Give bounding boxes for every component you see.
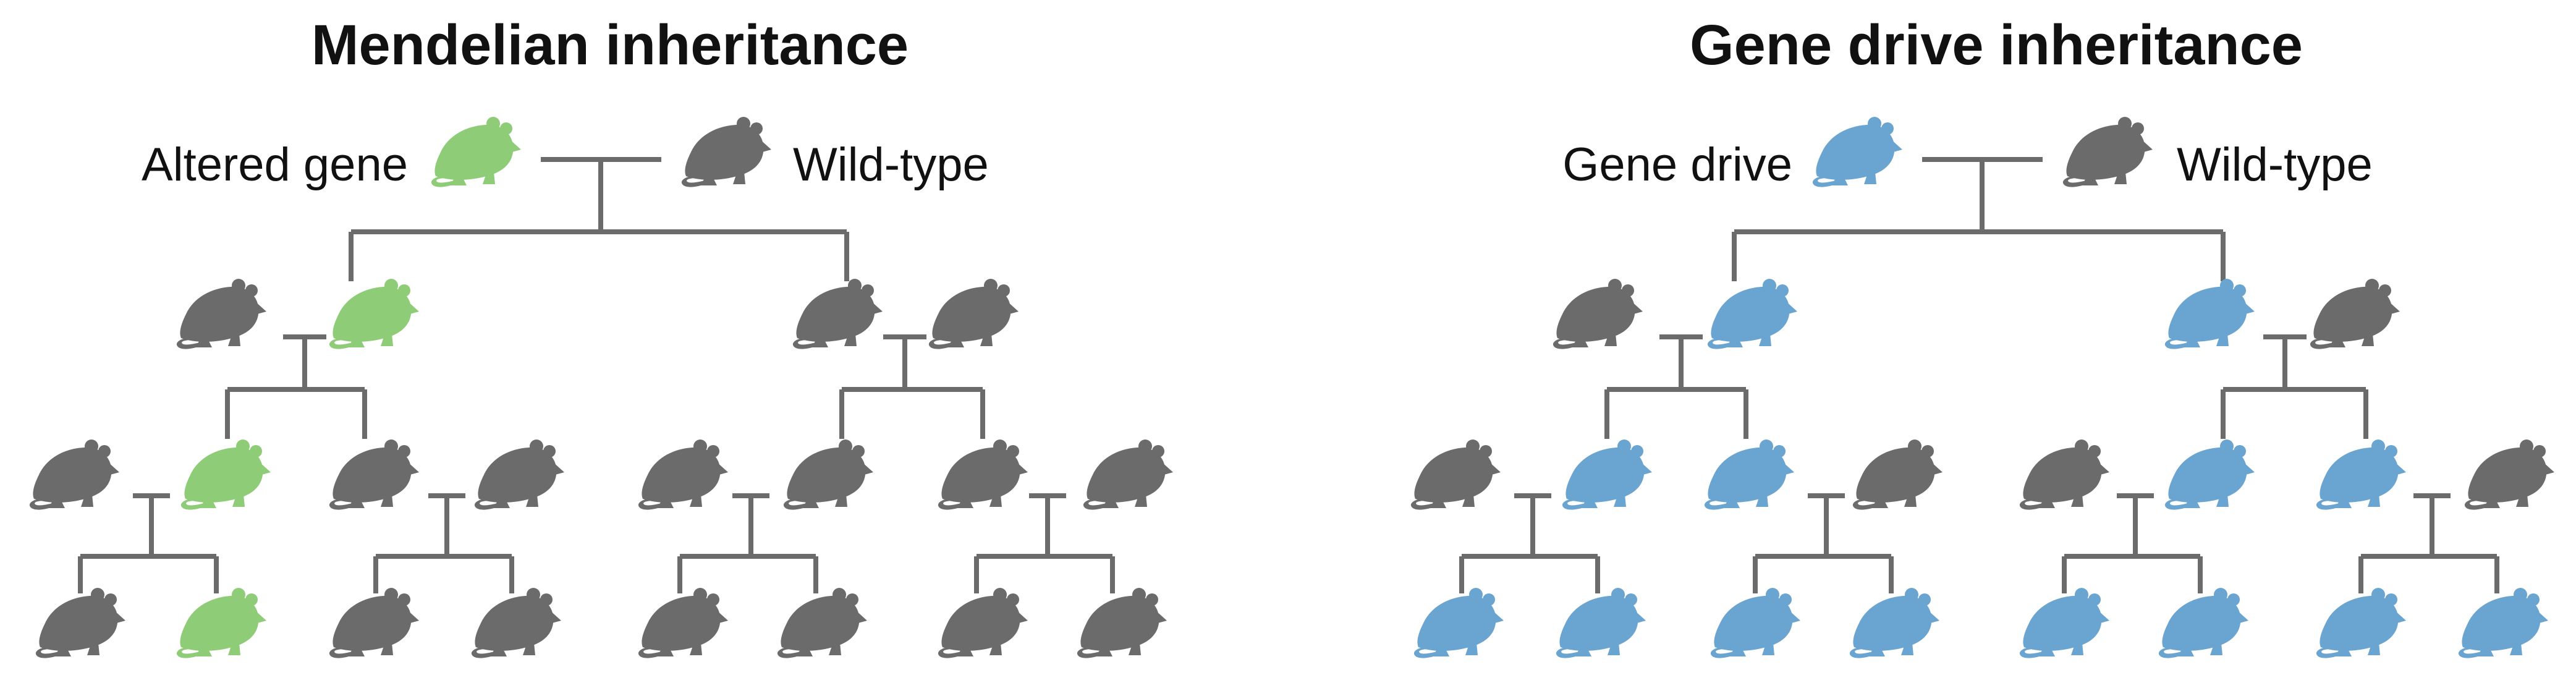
parent-left-mouse-icon [1812,117,1902,187]
gen2-mouse-icon [180,440,271,510]
gen2-mouse-icon [1562,440,1652,510]
gen2-mouse-icon [2464,440,2554,510]
gen1-mouse-icon [792,279,883,349]
gen1-mouse-icon [2164,279,2255,349]
gen1-mouse-icon [176,279,266,349]
gen2-mouse-icon [1083,440,1173,510]
gen2-mouse-icon [783,440,873,510]
gen2-mouse-icon [938,440,1028,510]
gen2-mouse-icon [1704,440,1794,510]
parent-left-label: Gene drive [1562,138,1792,191]
gen2-mouse-icon [638,440,728,510]
gen1-mouse-icon [1707,279,1797,349]
gen3-mouse-icon [1413,588,1504,658]
parent-right-label: Wild-type [793,138,989,191]
gen3-mouse-icon [1556,588,1646,658]
parent-right-mouse-icon [2062,117,2153,187]
parent-left-mouse-icon [431,117,521,187]
gen2-mouse-icon [29,440,120,510]
parent-right-label: Wild-type [2177,138,2373,191]
parent-left-label: Altered gene [142,138,408,191]
gen3-mouse-icon [1077,588,1167,658]
gen3-mouse-icon [2458,588,2548,658]
gen3-mouse-icon [1710,588,1800,658]
gen2-mouse-icon [474,440,564,510]
gen3-mouse-icon [938,588,1028,658]
gen1-mouse-icon [1553,279,1643,349]
parent-right-mouse-icon [681,117,771,187]
gen2-mouse-icon [1852,440,1943,510]
gen3-mouse-icon [176,588,266,658]
gen1-mouse-icon [329,279,419,349]
panel-mendelian: Mendelian inheritance Altered gene Wild-… [29,14,1173,658]
gen2-mouse-icon [1410,440,1501,510]
connector-lines [78,157,1115,593]
gen3-mouse-icon [35,588,126,658]
panel-gene-drive: Gene drive inheritance Gene drive Wild-t… [1410,14,2554,658]
gen2-mouse-icon [2019,440,2109,510]
gen1-mouse-icon [928,279,1019,349]
gen2-mouse-icon [329,440,419,510]
connector-lines [1459,157,2499,593]
gen3-mouse-icon [2158,588,2248,658]
gen2-mouse-icon [2316,440,2406,510]
panel-title: Gene drive inheritance [1690,14,2303,77]
gen3-mouse-icon [1849,588,1939,658]
panel-title: Mendelian inheritance [311,14,909,77]
gen3-mouse-icon [2316,588,2406,658]
gen3-mouse-icon [777,588,867,658]
gen3-mouse-icon [2019,588,2109,658]
gen3-mouse-icon [329,588,419,658]
gen2-mouse-icon [2164,440,2255,510]
gen3-mouse-icon [471,588,561,658]
gen3-mouse-icon [638,588,728,658]
gen1-mouse-icon [2310,279,2400,349]
